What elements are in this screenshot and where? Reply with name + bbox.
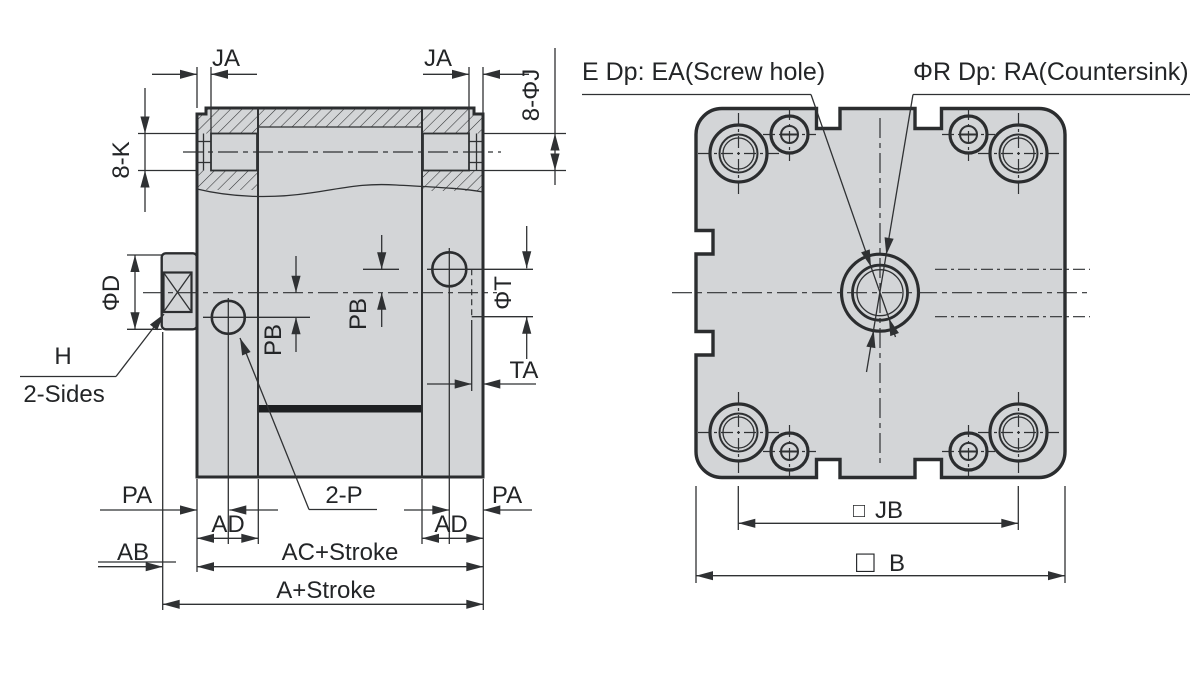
- screw-hole-bottom-right: [942, 425, 995, 478]
- hatch-right-ear-bottom: [422, 170, 483, 191]
- dim-pb-right: PB: [345, 235, 399, 330]
- hatch-left-ear-top: [197, 108, 258, 134]
- callout-countersink: ΦR Dp: RA(Countersink): [865, 58, 1190, 373]
- dim-ac-stroke: AC+Stroke: [197, 539, 484, 572]
- dim-a-stroke: A+Stroke: [162, 577, 484, 609]
- b-square-symbol: □: [856, 544, 875, 579]
- jb-square-symbol: □: [853, 500, 865, 522]
- dim-label-jb: JB: [875, 497, 903, 524]
- dim-8-phi-j: 8-ΦJ: [469, 48, 566, 185]
- dim-label-8-k: 8-K: [108, 141, 135, 178]
- dim-label-b: B: [889, 550, 905, 577]
- dim-label-pb-right: PB: [345, 298, 372, 330]
- label-2-sides: 2-Sides: [23, 381, 104, 408]
- screw-hole-bottom-left: [763, 425, 816, 478]
- callout-screw-hole: E Dp: EA(Screw hole): [582, 58, 899, 338]
- dim-label-pb-left: PB: [260, 324, 287, 356]
- screw-holes: [763, 108, 995, 478]
- dim-ja-left: JA: [152, 45, 257, 134]
- hatch-right-ear-top: [422, 108, 483, 134]
- dim-label-pa-right: PA: [492, 482, 522, 509]
- dim-label-ad-left: AD: [211, 511, 244, 538]
- countersink-holes: [698, 113, 1059, 473]
- dim-label-phi-d: ΦD: [98, 275, 125, 311]
- dim-ad-left: AD: [197, 511, 259, 543]
- dim-label-pa-left: PA: [122, 482, 152, 509]
- dim-phi-t: ΦT: [427, 226, 533, 359]
- hatch-top-strip: [258, 108, 422, 127]
- dim-label-ad-right: AD: [434, 511, 467, 538]
- dim-label-ja-left: JA: [212, 45, 240, 72]
- dim-ad-right: AD: [422, 511, 484, 543]
- dim-8-k: 8-K: [108, 88, 197, 212]
- countersink-hole-bottom-left: [698, 392, 779, 473]
- dim-phi-d: ΦD: [98, 254, 162, 330]
- label-2-p: 2-P: [325, 482, 362, 509]
- break-wavy-line: [196, 183, 484, 198]
- label-h: H: [54, 343, 71, 370]
- callout-2-p: 2-P: [235, 336, 377, 511]
- dim-pa-right: PA: [404, 482, 532, 515]
- dim-ja-right: JA: [423, 45, 529, 134]
- dim-label-phi-t: ΦT: [490, 276, 517, 310]
- screw-hole-top-left: [763, 108, 816, 161]
- section-hatching: [197, 108, 483, 191]
- countersink-hole-top-right: [978, 113, 1059, 194]
- dim-ta: TA: [427, 320, 538, 391]
- extension-lines-bottom: [162, 332, 484, 610]
- piston: [258, 405, 422, 413]
- screw-hole-top-right: [942, 108, 995, 161]
- countersink-hole-bottom-right: [978, 392, 1059, 473]
- hatch-left-ear-bottom: [197, 170, 258, 190]
- dim-b: □ B: [695, 486, 1066, 583]
- dim-label-8-phi-j: 8-ΦJ: [518, 69, 545, 122]
- front-view: E Dp: EA(Screw hole) ΦR Dp: RA(Countersi…: [582, 58, 1190, 583]
- dim-label-ac-stroke: AC+Stroke: [282, 539, 399, 566]
- dim-jb: □ JB: [737, 486, 1019, 530]
- dim-label-ta: TA: [510, 357, 539, 384]
- dim-pb-left: PB: [260, 256, 301, 356]
- label-countersink-note: ΦR Dp: RA(Countersink): [913, 58, 1189, 86]
- label-screw-note: E Dp: EA(Screw hole): [582, 58, 825, 86]
- dim-label-ja-right: JA: [424, 45, 452, 72]
- dim-label-a-stroke: A+Stroke: [276, 577, 375, 604]
- countersink-hole-top-left: [698, 113, 779, 194]
- side-view: JA JA 8-ΦJ 8-K: [20, 45, 566, 610]
- dim-ab: AB: [98, 539, 176, 572]
- callout-h-2-sides: H 2-Sides: [20, 311, 168, 408]
- dim-pa-left: PA: [100, 482, 278, 515]
